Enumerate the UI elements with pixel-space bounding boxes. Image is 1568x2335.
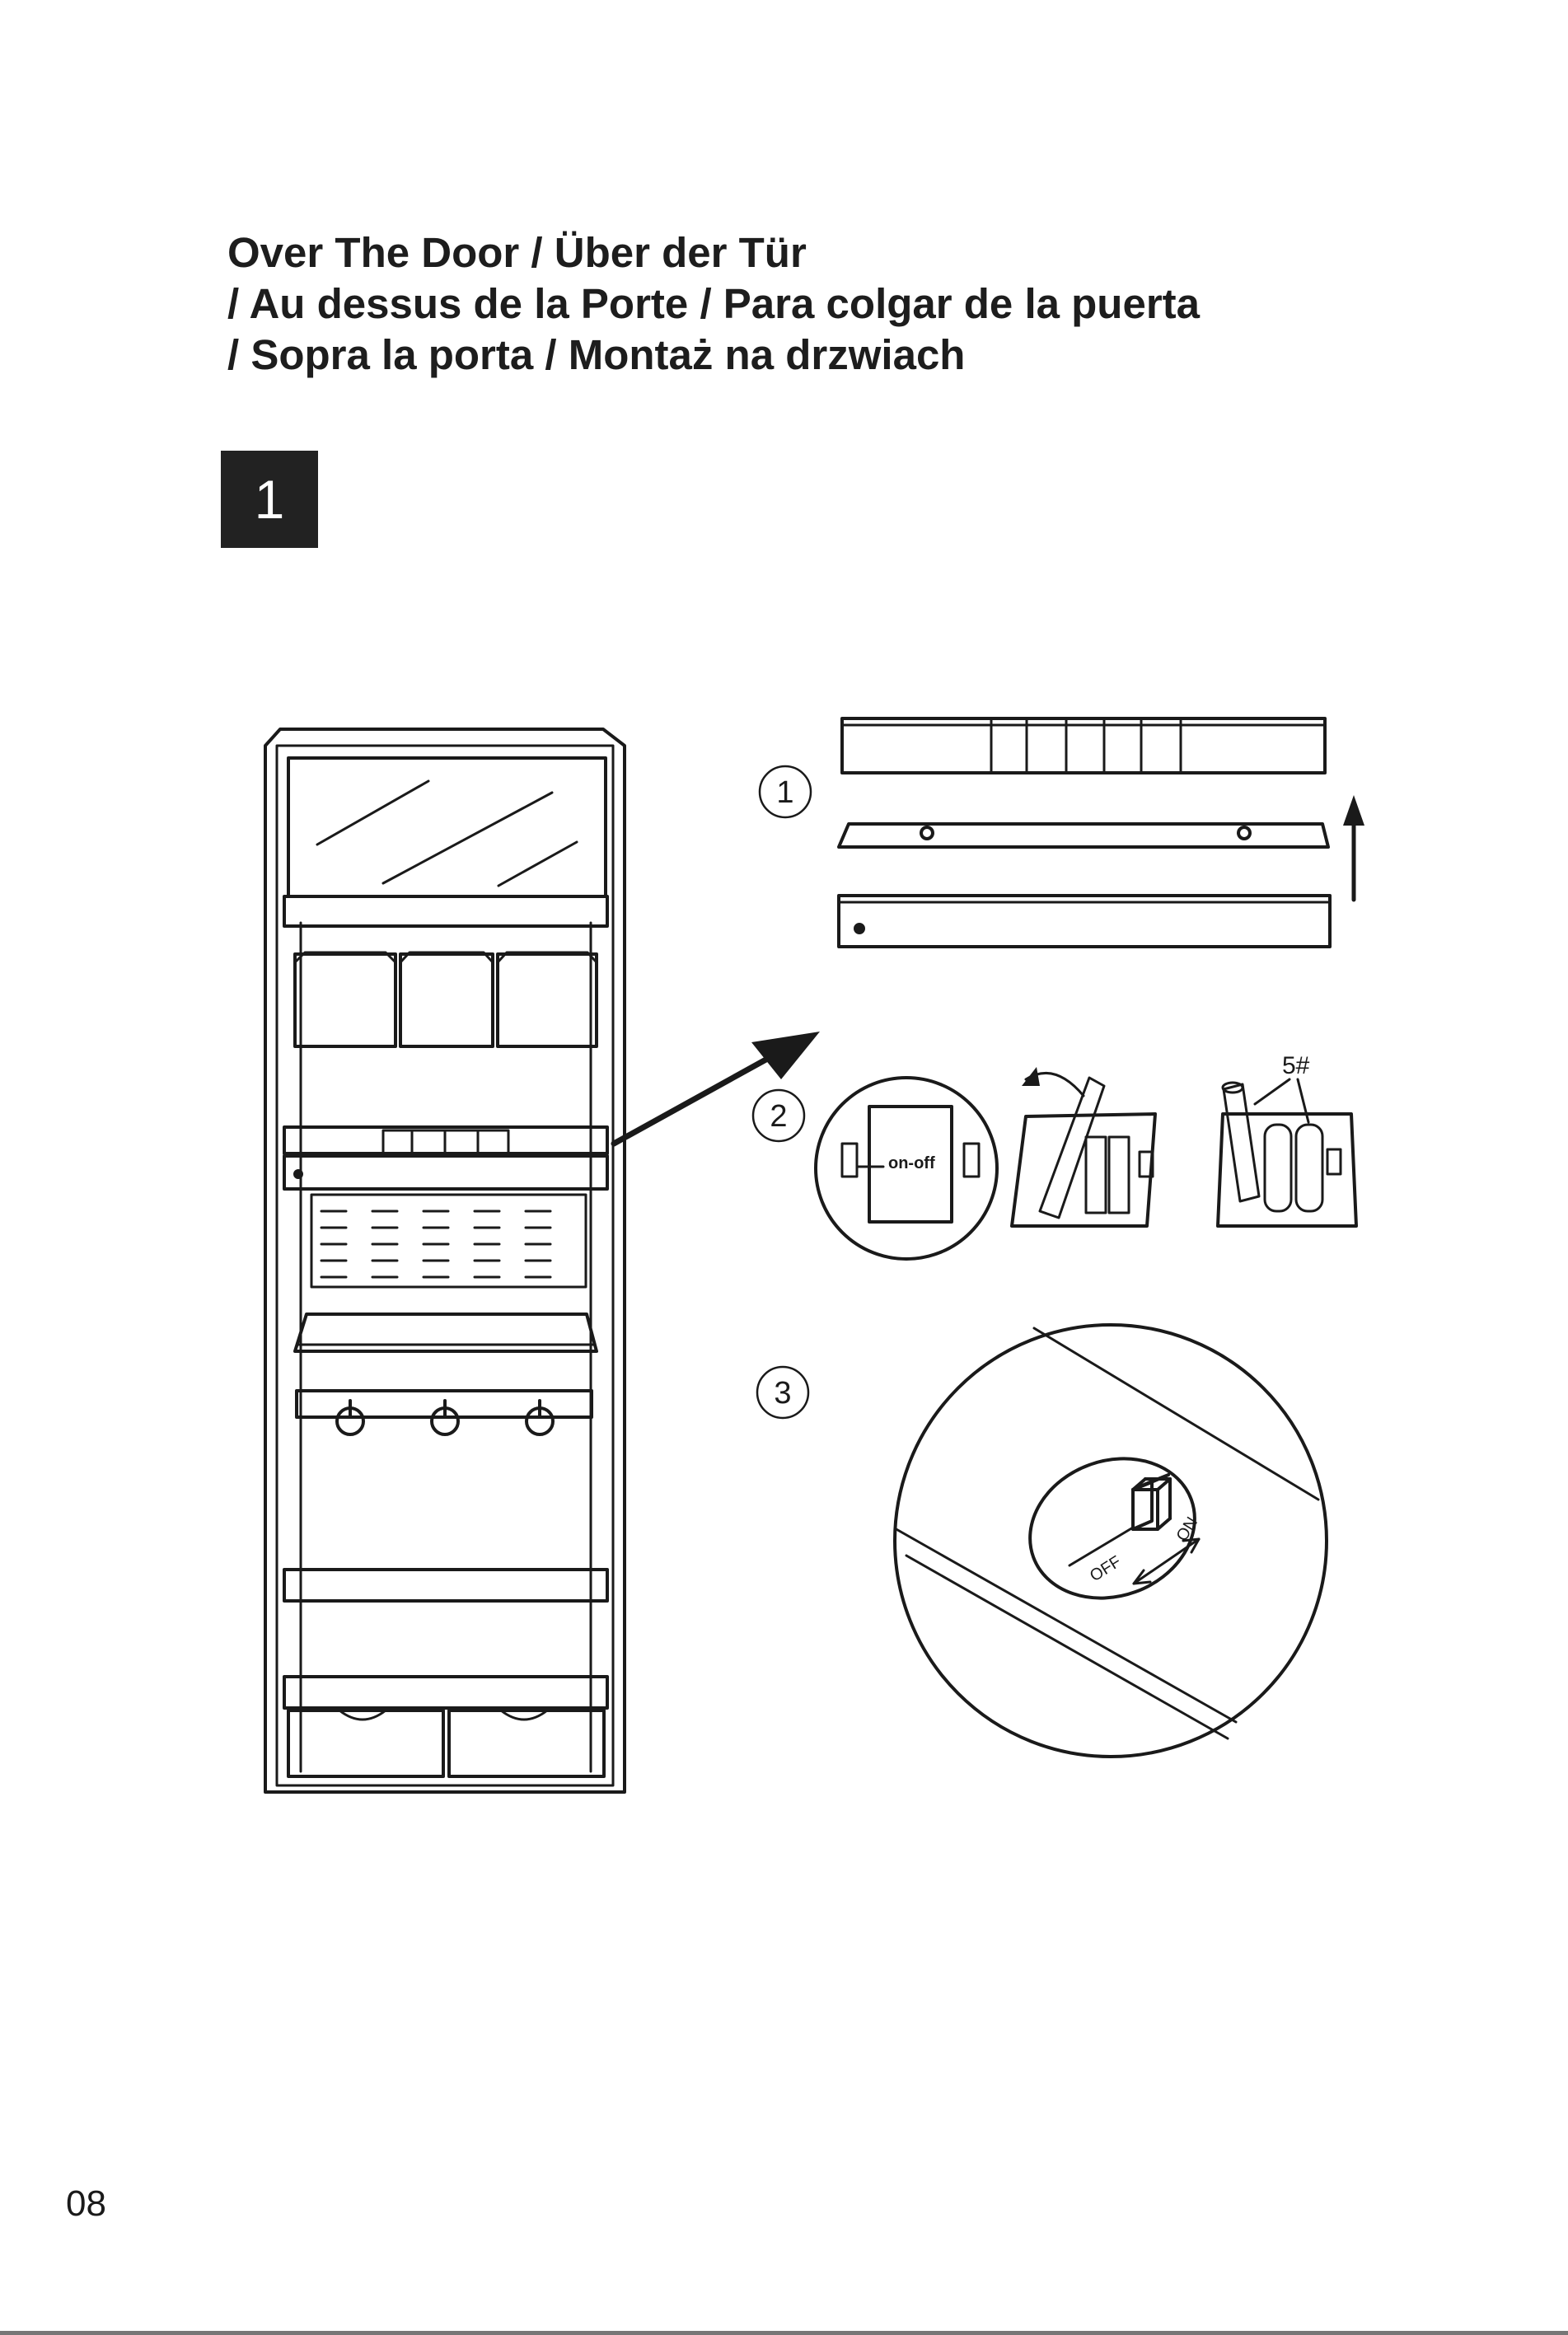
on-off-label: on-off xyxy=(888,1154,935,1172)
door-organizer-drawing xyxy=(265,729,625,1792)
pointer-arrow xyxy=(614,1057,770,1144)
switch-off-label: OFF xyxy=(1087,1552,1125,1585)
battery-size-label: 5# xyxy=(1282,1052,1310,1079)
substep-2-number: 2 xyxy=(770,1099,787,1134)
substep-3-number: 3 xyxy=(774,1376,791,1411)
page-number: 08 xyxy=(66,2183,106,2225)
light-bar-exploded-view xyxy=(839,718,1364,947)
switch-detail-view xyxy=(895,1325,1327,1757)
substep-1-number: 1 xyxy=(776,775,793,810)
page-bottom-rule xyxy=(0,2331,1568,2335)
